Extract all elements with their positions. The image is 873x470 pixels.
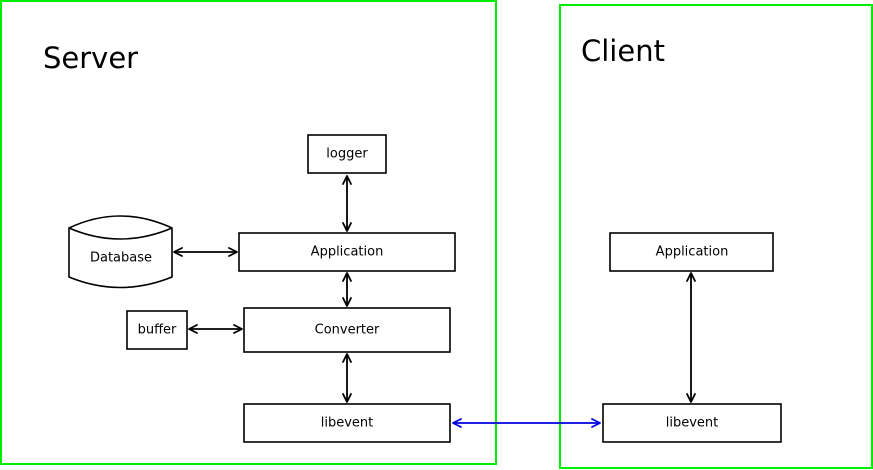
server-converter-label: Converter — [315, 323, 380, 338]
client-libevent-label: libevent — [666, 416, 719, 431]
server-logger-label: logger — [326, 147, 368, 162]
network-link-arrow — [452, 418, 601, 428]
server-application-label: Application — [311, 245, 384, 260]
server-application-node: Application — [238, 232, 456, 272]
server-title: Server — [43, 41, 138, 75]
client-application-node: Application — [609, 232, 774, 272]
client-title: Client — [581, 34, 665, 68]
server-database-label: Database — [90, 251, 152, 266]
server-buffer-node: buffer — [126, 310, 188, 350]
logger-application-arrow — [342, 175, 352, 232]
server-converter-node: Converter — [243, 307, 451, 353]
application-converter-arrow — [342, 272, 352, 307]
converter-libevent-arrow — [342, 353, 352, 403]
server-libevent-label: libevent — [321, 416, 374, 431]
server-logger-node: logger — [307, 134, 387, 174]
database-application-arrow — [173, 247, 238, 257]
server-libevent-node: libevent — [243, 403, 451, 443]
server-database-node: Database — [68, 215, 173, 289]
client-libevent-node: libevent — [602, 403, 782, 443]
buffer-converter-arrow — [188, 324, 243, 334]
client-application-libevent-arrow — [686, 272, 696, 403]
client-application-label: Application — [656, 245, 729, 260]
server-buffer-label: buffer — [138, 323, 177, 338]
